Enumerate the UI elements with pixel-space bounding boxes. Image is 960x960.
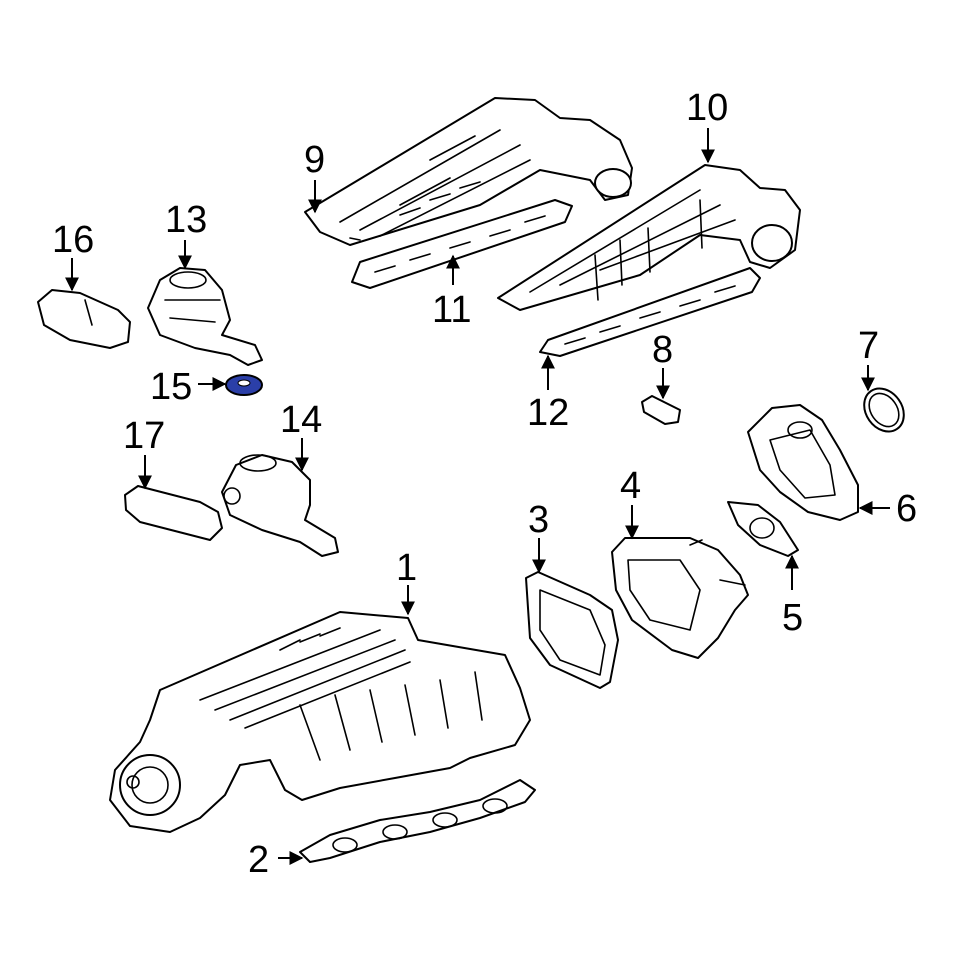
part-9-intake-cover-left xyxy=(304,97,633,246)
callout-1: 1 xyxy=(396,547,417,589)
part-13-mount xyxy=(147,267,263,366)
part-4-throttle-body xyxy=(611,537,749,659)
part-3-throttle-gasket xyxy=(525,571,619,689)
part-11-gasket xyxy=(351,199,573,289)
part-6-throttle-adapter xyxy=(747,404,859,521)
callout-17: 17 xyxy=(123,415,165,457)
callout-5: 5 xyxy=(782,597,803,639)
callout-11: 11 xyxy=(432,289,471,331)
callout-arrows xyxy=(65,128,890,865)
part-12-gasket xyxy=(539,267,761,357)
part-10-intake-cover-right xyxy=(497,164,801,311)
callout-numbers: 1 2 3 4 5 6 7 8 9 10 11 12 13 14 15 16 1… xyxy=(52,87,917,881)
part-14-mount xyxy=(221,454,339,557)
callout-9: 9 xyxy=(304,139,325,181)
callout-14: 14 xyxy=(280,399,322,441)
callout-6: 6 xyxy=(896,488,917,530)
callout-7: 7 xyxy=(858,325,879,367)
callout-15: 15 xyxy=(150,366,192,408)
callout-2: 2 xyxy=(248,839,269,881)
callout-12: 12 xyxy=(527,392,569,434)
callout-10: 10 xyxy=(686,87,728,129)
callout-8: 8 xyxy=(652,329,673,371)
callout-3: 3 xyxy=(528,499,549,541)
callout-4: 4 xyxy=(620,465,641,507)
callout-13: 13 xyxy=(165,199,207,241)
part-7-o-ring xyxy=(863,387,905,433)
part-16-hose xyxy=(37,289,131,349)
part-2-manifold-gasket xyxy=(299,779,536,863)
part-15-insulator xyxy=(225,374,263,396)
part-17-hose xyxy=(124,485,223,541)
part-5-throttle-gasket xyxy=(727,501,799,557)
callout-16: 16 xyxy=(52,219,94,261)
part-1-supercharger xyxy=(109,611,531,833)
part-8-clip xyxy=(641,395,681,425)
